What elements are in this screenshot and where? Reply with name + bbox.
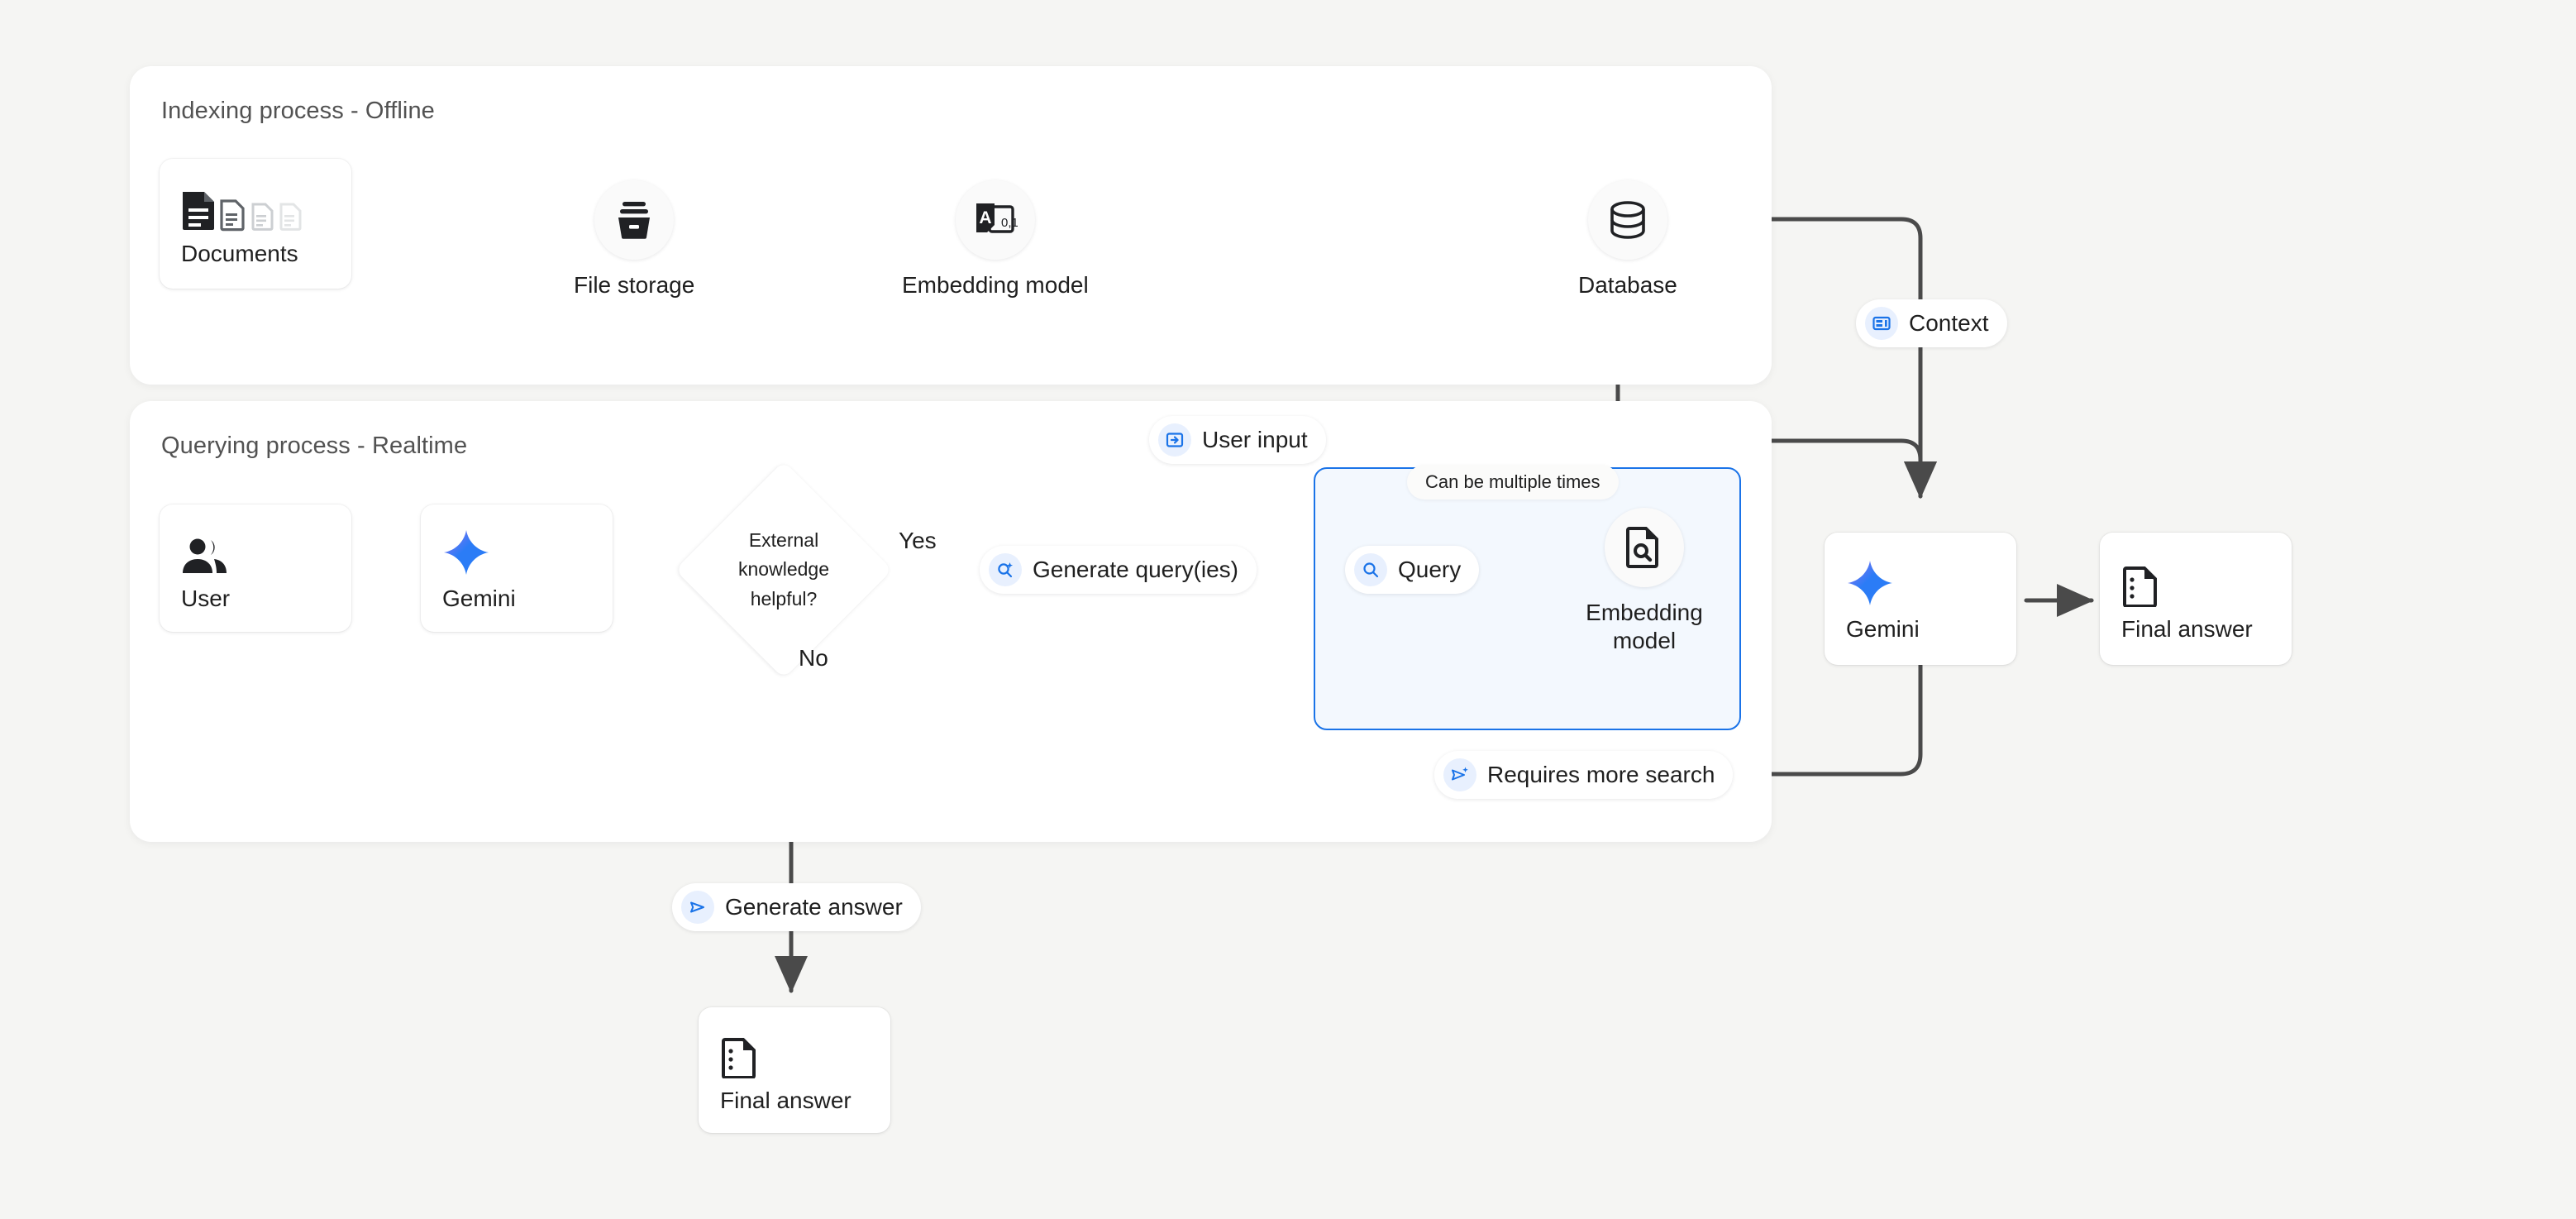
chip-context-label: Context bbox=[1909, 310, 1989, 336]
chip-generate-answer[interactable]: Generate answer bbox=[672, 883, 921, 931]
node-embedding-model-query[interactable]: Embedding model bbox=[1578, 508, 1710, 655]
answer-doc-icon bbox=[720, 1027, 869, 1078]
node-documents-label: Documents bbox=[181, 241, 298, 267]
node-final-answer-bottom-label: Final answer bbox=[720, 1087, 852, 1113]
answer-doc-icon bbox=[2121, 556, 2270, 607]
chip-generate-answer-label: Generate answer bbox=[725, 894, 903, 920]
decision-line-1: External bbox=[748, 528, 819, 551]
node-final-answer-right-label: Final answer bbox=[2121, 615, 2253, 642]
node-embedding-model-index[interactable]: 0,1 A Embedding model bbox=[902, 180, 1089, 299]
chip-generate-queries[interactable]: Generate query(ies) bbox=[980, 546, 1257, 594]
gemini-sparkle-icon bbox=[442, 525, 591, 576]
people-icon bbox=[181, 525, 330, 576]
documents-icon bbox=[181, 180, 330, 232]
decision-line-3: helpful? bbox=[750, 587, 818, 610]
send-icon bbox=[681, 891, 714, 924]
loop-note: Can be multiple times bbox=[1407, 465, 1619, 500]
node-file-storage[interactable]: File storage bbox=[574, 180, 694, 299]
node-gemini-left-label: Gemini bbox=[442, 585, 516, 611]
decision-text: External knowledge helpful? bbox=[707, 493, 861, 647]
indexing-panel-title: Indexing process - Offline bbox=[161, 98, 435, 124]
search-icon bbox=[1354, 553, 1387, 586]
node-embedding-model-index-label: Embedding model bbox=[902, 272, 1089, 298]
search-spark-icon bbox=[989, 553, 1022, 586]
chip-generate-queries-label: Generate query(ies) bbox=[1033, 557, 1239, 582]
gemini-sparkle-icon bbox=[1846, 556, 1995, 607]
svg-text:0,1: 0,1 bbox=[1001, 216, 1018, 230]
chip-requires-more-search[interactable]: Requires more search bbox=[1434, 751, 1734, 799]
node-final-answer-right[interactable]: Final answer bbox=[2100, 533, 2292, 665]
chip-user-input[interactable]: User input bbox=[1149, 416, 1326, 464]
chip-query-label: Query bbox=[1398, 557, 1462, 582]
node-file-storage-label: File storage bbox=[574, 272, 695, 298]
text-embedding-icon: 0,1 A bbox=[955, 180, 1035, 260]
node-embedding-model-query-label: Embedding model bbox=[1578, 599, 1710, 655]
node-documents[interactable]: Documents bbox=[160, 159, 351, 289]
svg-text:A: A bbox=[979, 208, 991, 227]
node-gemini-right[interactable]: Gemini bbox=[1825, 533, 2016, 665]
node-final-answer-bottom[interactable]: Final answer bbox=[699, 1007, 890, 1133]
querying-panel-title: Querying process - Realtime bbox=[161, 433, 468, 459]
decision-line-2: knowledge bbox=[738, 558, 829, 581]
database-icon bbox=[1587, 180, 1667, 260]
node-gemini-left[interactable]: Gemini bbox=[421, 504, 613, 632]
chip-user-input-label: User input bbox=[1202, 427, 1308, 452]
chip-context[interactable]: Context bbox=[1856, 299, 2007, 347]
node-database[interactable]: Database bbox=[1578, 180, 1677, 299]
context-panel-icon bbox=[1865, 307, 1898, 340]
chip-requires-more-search-label: Requires more search bbox=[1487, 762, 1715, 787]
chip-query[interactable]: Query bbox=[1345, 546, 1480, 594]
input-login-icon bbox=[1158, 423, 1191, 457]
document-search-icon bbox=[1605, 508, 1684, 587]
archive-box-icon bbox=[594, 180, 675, 260]
embedding-label-line1: Embedding bbox=[1586, 600, 1703, 625]
node-database-label: Database bbox=[1578, 272, 1677, 298]
edge-label-yes: Yes bbox=[899, 528, 937, 553]
send-spark-icon bbox=[1443, 758, 1476, 791]
embedding-label-line2: model bbox=[1612, 628, 1677, 654]
node-user-label: User bbox=[181, 585, 231, 611]
decision-external-knowledge[interactable]: External knowledge helpful? bbox=[675, 461, 893, 679]
node-user[interactable]: User bbox=[160, 504, 351, 632]
indexing-panel: Indexing process - Offline bbox=[130, 66, 1772, 385]
edge-label-no: No bbox=[799, 645, 828, 671]
node-gemini-right-label: Gemini bbox=[1846, 615, 1920, 642]
